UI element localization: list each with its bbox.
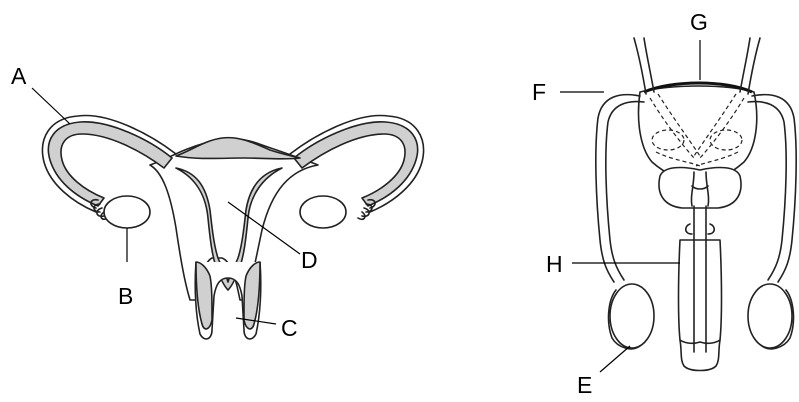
left-vas-deferens — [596, 95, 640, 282]
penis-shaft — [679, 240, 722, 371]
bulbourethral-region — [686, 224, 715, 234]
right-vas-deferens — [752, 95, 796, 282]
prostate — [659, 168, 741, 208]
label-B: B — [118, 283, 133, 309]
male-reproductive-system — [560, 38, 796, 372]
label-C: C — [281, 315, 298, 341]
label-G: G — [690, 9, 708, 35]
label-F: F — [532, 79, 546, 105]
left-ovary — [104, 196, 150, 228]
leader-line-E — [600, 346, 630, 372]
female-reproductive-system — [32, 88, 424, 339]
right-ureter-2 — [740, 38, 750, 92]
label-D: D — [301, 247, 318, 273]
uterus-fundus — [176, 138, 300, 159]
left-ureter — [634, 38, 646, 94]
right-ureter — [748, 38, 760, 94]
label-H: H — [546, 251, 563, 277]
left-ureter-2 — [644, 38, 654, 92]
right-ovary — [300, 196, 346, 228]
leader-line-A — [32, 88, 70, 124]
label-A: A — [11, 63, 27, 89]
urethra-upper — [694, 206, 706, 240]
right-testis — [748, 284, 792, 348]
left-vas-deferens-inner — [606, 102, 644, 280]
left-testis — [610, 284, 654, 348]
label-E: E — [577, 372, 592, 398]
